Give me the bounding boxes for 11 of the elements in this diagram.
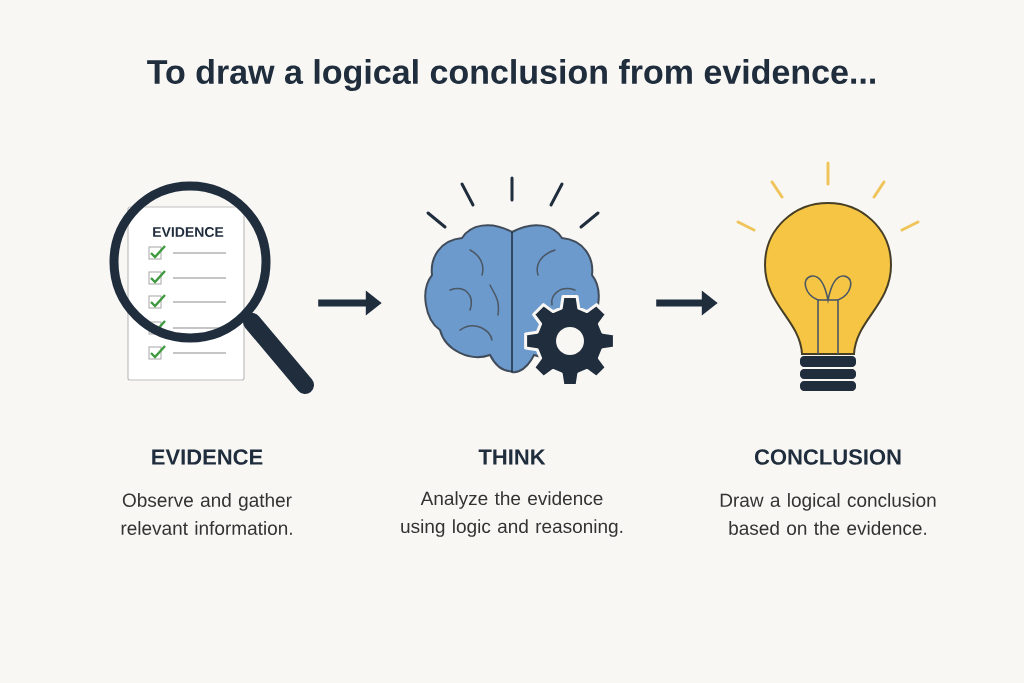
light-bulb-drawing bbox=[736, 161, 920, 391]
clipboard-heading: EVIDENCE bbox=[153, 227, 224, 237]
brain-drawing bbox=[424, 176, 616, 387]
step-description: Analyze the evidence using logic and reasoning. bbox=[401, 491, 623, 537]
step-description: Observe and gather relevant information. bbox=[121, 493, 292, 535]
step-heading: CONCLUSION bbox=[755, 449, 901, 465]
step-description: Draw a logical conclusion based on the evidence. bbox=[720, 493, 936, 535]
title: To draw a logical conclusion from evidence... bbox=[147, 59, 875, 91]
magnifier-drawing bbox=[109, 181, 314, 394]
step-heading: THINK bbox=[478, 449, 546, 465]
step-heading: EVIDENCE bbox=[152, 449, 263, 465]
